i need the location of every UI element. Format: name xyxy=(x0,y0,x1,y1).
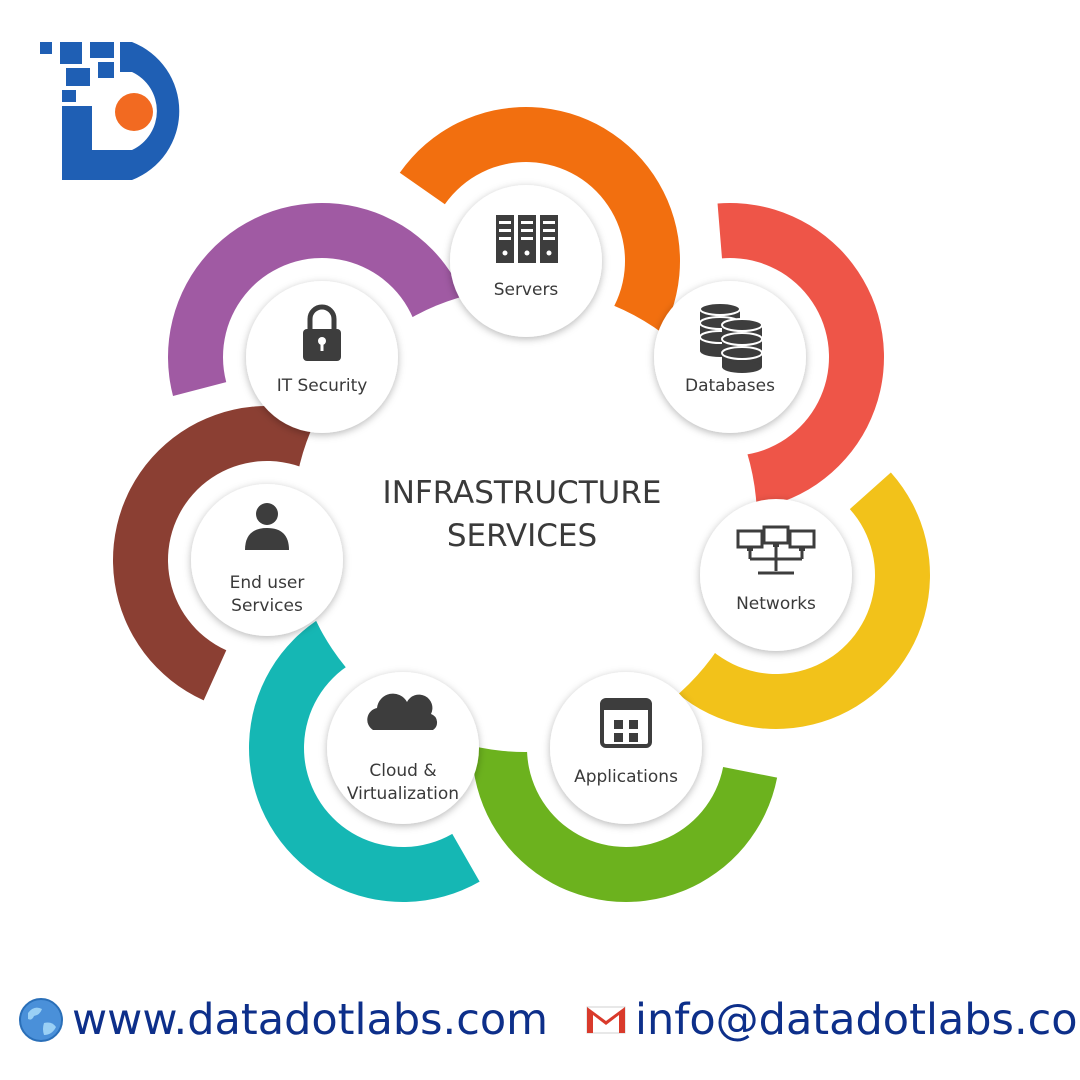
node-applications: Applications xyxy=(550,672,702,824)
node-cloud: Cloud & Virtualization xyxy=(327,672,479,824)
node-databases: Databases xyxy=(654,281,806,433)
padlock-icon xyxy=(303,304,341,361)
ring-segment-security xyxy=(168,203,477,445)
cloud-icon xyxy=(367,693,438,730)
center-disc xyxy=(293,288,757,752)
mail-icon xyxy=(586,1006,626,1034)
center-title-line-2: SERVICES xyxy=(447,518,597,554)
node-label-applications: Applications xyxy=(574,767,678,787)
node-label-security: IT Security xyxy=(277,376,368,396)
node-circle-enduser xyxy=(191,484,343,636)
node-label-servers: Servers xyxy=(494,280,559,300)
ring-segment-databases xyxy=(621,203,884,511)
node-label-enduser-2: Services xyxy=(231,596,303,616)
website-text: www.datadotlabs.com xyxy=(72,995,549,1045)
node-label-enduser-1: End user xyxy=(230,573,305,593)
database-icon xyxy=(699,302,763,373)
center-title-line-1: INFRASTRUCTURE xyxy=(383,475,662,511)
ring-segment-cloud xyxy=(249,594,480,902)
user-icon xyxy=(245,503,289,550)
node-circle-networks xyxy=(700,499,852,651)
network-icon xyxy=(736,525,816,575)
node-circle-cloud xyxy=(327,672,479,824)
node-label-networks: Networks xyxy=(736,594,816,614)
node-networks: Networks xyxy=(700,499,852,651)
website-contact[interactable]: www.datadotlabs.com xyxy=(18,995,548,1045)
node-label-cloud-2: Virtualization xyxy=(347,784,459,804)
node-servers: Servers xyxy=(450,185,602,337)
email-contact[interactable]: info@datadotlabs.com xyxy=(585,995,1080,1045)
globe-icon xyxy=(19,998,63,1042)
application-window-icon xyxy=(600,698,652,748)
email-text: info@datadotlabs.com xyxy=(635,995,1080,1045)
server-rack-icon xyxy=(496,215,558,263)
node-label-cloud-1: Cloud & xyxy=(369,761,436,781)
node-security: IT Security xyxy=(246,281,398,433)
node-label-databases: Databases xyxy=(685,376,775,396)
company-logo xyxy=(40,42,180,180)
